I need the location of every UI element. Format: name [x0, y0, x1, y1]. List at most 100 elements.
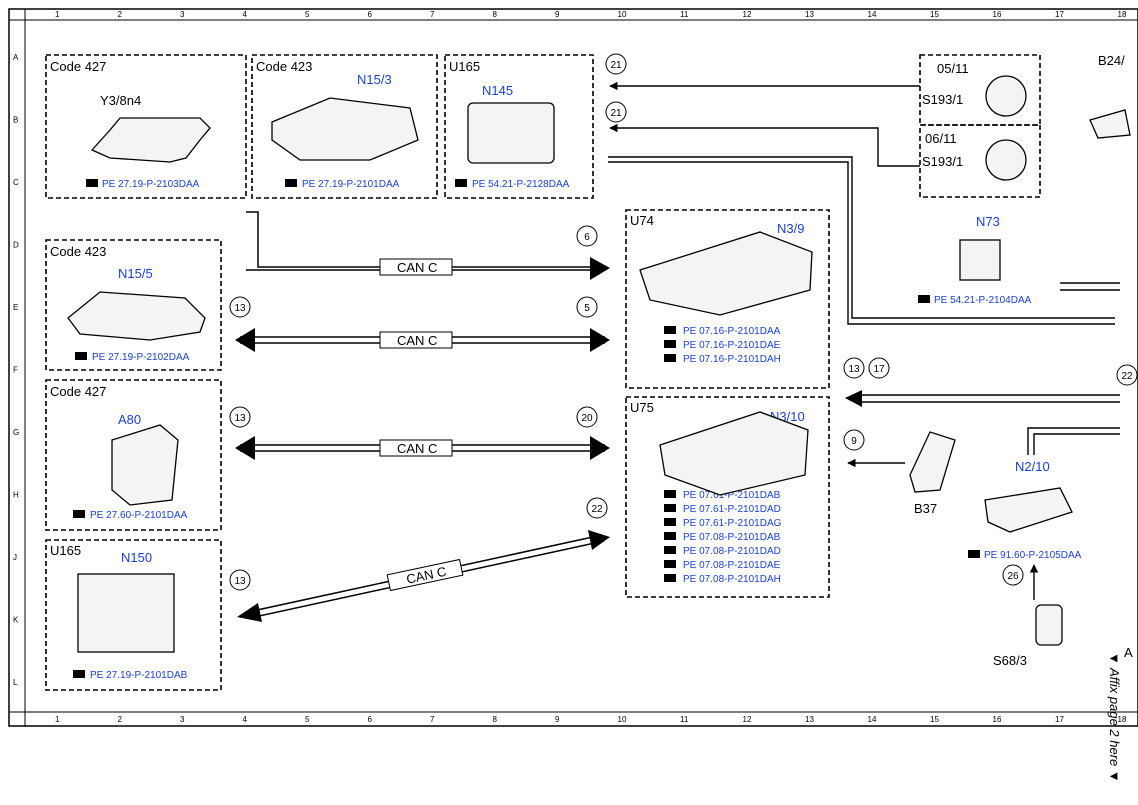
ref-n3-9-c[interactable]: PE 07.16-P-2101DAH	[683, 354, 781, 365]
ref-circle-number: 21	[610, 60, 622, 71]
ref-circle-number: 13	[234, 303, 246, 314]
manual-icon	[664, 326, 676, 334]
ref-n3-10-g[interactable]: PE 07.08-P-2101DAH	[683, 574, 781, 585]
ref-n3-10-b[interactable]: PE 07.61-P-2101DAD	[683, 504, 781, 515]
grid-column-label: 8	[493, 715, 498, 724]
n2-10-line	[1027, 427, 1120, 455]
ref-n3-10-f[interactable]: PE 07.08-P-2101DAE	[683, 560, 781, 571]
ref-circle-number: 13	[848, 364, 860, 375]
grid-column-label: 10	[618, 10, 627, 19]
n15-3-drawing	[271, 97, 419, 161]
grid-column-label: 7	[430, 715, 435, 724]
manual-icon	[664, 354, 676, 362]
n3-10-drawing	[659, 411, 809, 496]
can-c-label: CAN C	[397, 441, 437, 456]
grid-row-label: K	[13, 616, 19, 625]
n73-label: N73	[976, 214, 1000, 229]
manual-icon	[86, 179, 98, 187]
grid-row-label: J	[13, 553, 17, 562]
ref-n3-10-a[interactable]: PE 07.61-P-2101DAB	[683, 490, 781, 501]
manual-icon	[664, 560, 676, 568]
b37-drawing	[909, 431, 956, 493]
grid-column-label: 1	[55, 10, 60, 19]
grid-row-label: B	[13, 116, 18, 125]
grid-column-label: 2	[118, 10, 123, 19]
u165-left: U165	[50, 543, 81, 558]
line-to-edge-a	[608, 156, 1115, 319]
ref-n2-10[interactable]: PE 91.60-P-2105DAA	[984, 550, 1082, 561]
ref-circle	[605, 101, 627, 123]
ref-n15-3[interactable]: PE 27.19-P-2101DAA	[302, 179, 400, 190]
ref-n150[interactable]: PE 27.19-P-2101DAB	[90, 670, 188, 681]
grid-column-label: 13	[805, 10, 814, 19]
grid-row-label: L	[13, 678, 18, 687]
ref-circle-number: 22	[1121, 371, 1133, 382]
can-c-label: CAN C	[397, 333, 437, 348]
s193-1a-drawing	[985, 75, 1027, 117]
code-427-top: Code 427	[50, 59, 106, 74]
grid-column-label: 12	[743, 10, 752, 19]
ref-circle-number: 5	[584, 303, 590, 314]
u74-label: U74	[630, 213, 654, 228]
grid-column-label: 17	[1055, 10, 1064, 19]
manual-icon	[968, 550, 980, 558]
ref-circle-number: 17	[873, 364, 885, 375]
grid-column-label: 15	[930, 10, 939, 19]
n3-9-label: N3/9	[777, 221, 804, 236]
ref-circle	[605, 53, 627, 75]
grid-column-label: 2	[118, 715, 123, 724]
module-boxes	[45, 54, 1041, 691]
ref-a80[interactable]: PE 27.60-P-2101DAA	[90, 510, 188, 521]
grid-column-label: 5	[305, 10, 310, 19]
ref-n3-9-a[interactable]: PE 07.16-P-2101DAA	[683, 326, 781, 337]
ref-n15-5[interactable]: PE 27.19-P-2102DAA	[92, 352, 190, 363]
component-drawings	[67, 75, 1131, 653]
ref-circle-number: 20	[581, 413, 593, 424]
ref-circle	[1116, 364, 1138, 386]
n145-drawing	[467, 102, 555, 164]
manual-icon	[664, 340, 676, 348]
n3-10-ref-list: PE 07.61-P-2101DAB PE 07.61-P-2101DAD PE…	[683, 490, 782, 585]
grid-column-label: 5	[305, 715, 310, 724]
grid-column-label: 14	[868, 10, 877, 19]
ref-circle	[576, 296, 598, 318]
s193-1b-label: S193/1	[922, 154, 963, 169]
ref-circle	[843, 429, 865, 451]
grid-column-label: 9	[555, 10, 560, 19]
manual-icon	[664, 504, 676, 512]
can-labels: CAN C CAN C CAN C CAN C	[379, 258, 464, 592]
b24-drawing	[1089, 109, 1131, 139]
manual-icon	[73, 510, 85, 518]
n145-label: N145	[482, 83, 513, 98]
grid-column-label: 4	[243, 10, 248, 19]
manual-icon	[918, 295, 930, 303]
manual-icon	[664, 546, 676, 554]
ref-n3-10-e[interactable]: PE 07.08-P-2101DAD	[683, 546, 781, 557]
s193-date-a: 05/11	[937, 61, 969, 76]
n15-3-label: N15/3	[357, 72, 392, 87]
ref-n3-10-d[interactable]: PE 07.08-P-2101DAB	[683, 532, 781, 543]
s193-1b-drawing	[985, 139, 1027, 181]
ref-circle	[576, 406, 598, 428]
grid-column-label: 10	[618, 715, 627, 724]
ref-n3-9-b[interactable]: PE 07.16-P-2101DAE	[683, 340, 781, 351]
grid-labels: 1122334455667788991010111112121313141415…	[13, 10, 1127, 724]
ref-circle-number: 26	[1007, 571, 1019, 582]
ref-circle-number: 13	[234, 576, 246, 587]
n73-drawing	[959, 239, 1001, 281]
grid-column-label: 3	[180, 715, 185, 724]
affix-note: ▼ Affix page 2 here ▼	[1107, 652, 1122, 783]
grid-column-label: 7	[430, 10, 435, 19]
a80-drawing	[111, 424, 179, 506]
grid-column-label: 9	[555, 715, 560, 724]
ref-n145[interactable]: PE 54.21-P-2128DAA	[472, 179, 570, 190]
s68-3-label: S68/3	[993, 653, 1027, 668]
arrow-21-b	[609, 123, 920, 167]
ref-y3-8n4[interactable]: PE 27.19-P-2103DAA	[102, 179, 200, 190]
ref-n73[interactable]: PE 54.21-P-2104DAA	[934, 295, 1032, 306]
code-423-left: Code 423	[50, 244, 106, 259]
ref-circle-number: 21	[610, 108, 622, 119]
ref-n3-10-c[interactable]: PE 07.61-P-2101DAG	[683, 518, 782, 529]
grid-column-label: 11	[680, 715, 689, 724]
